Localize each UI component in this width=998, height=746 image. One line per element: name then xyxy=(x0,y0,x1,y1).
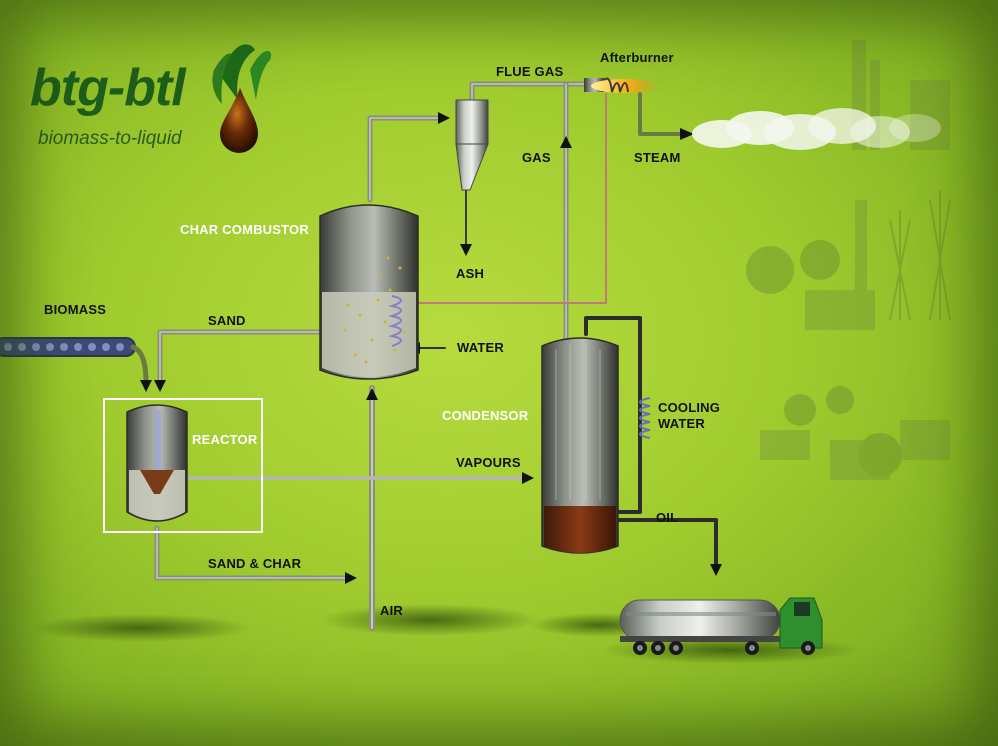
logo-subtitle: biomass-to-liquid xyxy=(38,128,182,149)
heat-coil xyxy=(388,295,402,347)
char-combustor-vessel xyxy=(319,204,419,380)
label-ash: ASH xyxy=(456,266,485,281)
steam-plume xyxy=(692,108,941,150)
label-water: WATER xyxy=(457,340,504,355)
label-condensor: CONDENSOR xyxy=(442,408,529,423)
label-vapours: VAPOURS xyxy=(456,455,521,470)
shadow xyxy=(320,604,540,636)
label-air: AIR xyxy=(380,603,403,618)
label-biomass: BIOMASS xyxy=(44,302,107,317)
char-particles xyxy=(343,256,407,364)
label-gas: GAS xyxy=(522,150,551,165)
tanker-truck xyxy=(619,597,823,655)
reactor-highlight-box xyxy=(103,398,263,533)
label-oil: OIL xyxy=(656,510,679,525)
pipes xyxy=(0,81,718,631)
cooling-coil xyxy=(639,397,651,439)
background-scenery xyxy=(746,40,951,480)
label-sand: SAND xyxy=(208,313,246,328)
label-flue-gas: FLUE GAS xyxy=(496,64,564,79)
label-afterburner: Afterburner xyxy=(600,50,674,65)
label-cooling-water: COOLING WATER xyxy=(658,400,721,431)
logo-emblem xyxy=(212,44,272,153)
label-reactor: REACTOR xyxy=(192,432,258,447)
logo-title: btg-btl xyxy=(30,59,186,117)
label-sand-char: SAND & CHAR xyxy=(208,556,302,571)
cyclone-separator xyxy=(455,99,489,191)
afterburner xyxy=(584,77,659,93)
label-char-combustor: CHAR COMBUSTOR xyxy=(180,222,309,237)
label-steam: STEAM xyxy=(634,150,681,165)
shadow xyxy=(30,614,250,642)
reactor-vessel xyxy=(126,404,188,522)
conveyor-rollers xyxy=(4,343,124,351)
condensor-vessel xyxy=(541,337,651,554)
